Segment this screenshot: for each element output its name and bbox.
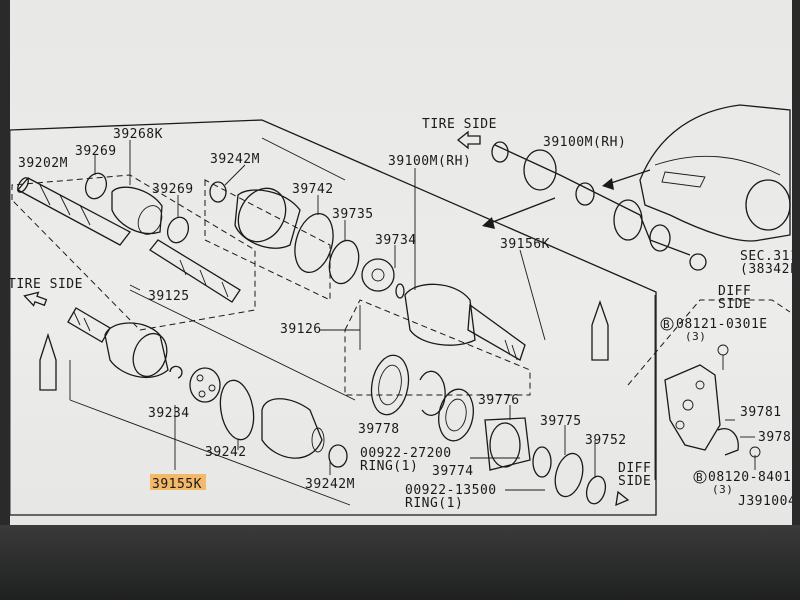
bolt-marker-2: B <box>696 471 703 484</box>
label-sec311: SEC.311 <box>740 249 798 264</box>
monitor-bezel-left <box>0 0 10 530</box>
dashed-groups <box>11 174 531 396</box>
label-39242M-top: 39242M <box>210 152 260 167</box>
label-39752: 39752 <box>585 433 627 448</box>
label-39234: 39234 <box>148 406 190 421</box>
label-39269-a: 39269 <box>75 144 117 159</box>
label-bolt1-part: 08121-0301E <box>676 317 768 332</box>
diagram-frame <box>9 119 657 516</box>
label-figure-id: J391004T <box>738 494 800 509</box>
label-bolt2-part: 08120-8401E <box>708 470 800 485</box>
label-39202M: 39202M <box>18 156 68 171</box>
label-39242: 39242 <box>205 445 247 460</box>
label-ring1-qty: RING(1) <box>360 459 418 474</box>
label-39156K: 39156K <box>500 237 550 252</box>
label-tire-side-top: TIRE SIDE <box>422 117 497 132</box>
label-diff-side-right-2: SIDE <box>718 297 751 312</box>
bolt-marker-1: B <box>663 318 670 331</box>
label-ring2-qty: RING(1) <box>405 496 463 511</box>
label-39269-b: 39269 <box>152 182 194 197</box>
parts-diagram: 39268K 39269 39202M 39269 39242M 39742 3… <box>8 104 800 516</box>
label-diff-side-bottom-2: SIDE <box>618 474 651 489</box>
part-labels: 39268K 39269 39202M 39269 39242M 39742 3… <box>8 117 800 511</box>
monitor-bezel-right <box>792 0 800 530</box>
label-39100M-mid: 39100M(RH) <box>388 154 471 169</box>
label-bolt2-qty: (3) <box>712 483 733 496</box>
leader-lines <box>94 140 755 491</box>
label-39785: 39785 <box>758 430 800 445</box>
direction-arrows <box>23 130 630 507</box>
label-39775: 39775 <box>540 414 582 429</box>
label-38342P: (38342P <box>740 262 798 277</box>
label-39268K: 39268K <box>113 127 163 142</box>
label-39155K: 39155K <box>152 477 202 492</box>
shaft-assembly-top <box>16 172 241 303</box>
label-39734: 39734 <box>375 233 417 248</box>
guide-lines <box>69 137 656 506</box>
vehicle-illustration <box>482 104 791 271</box>
label-39126: 39126 <box>280 322 322 337</box>
label-39778: 39778 <box>358 422 400 437</box>
label-tire-side-left: TIRE SIDE <box>8 277 83 292</box>
label-diff-side-bottom-1: DIFF <box>618 461 651 476</box>
label-39781: 39781 <box>740 405 782 420</box>
label-ring2-part: 00922-13500 <box>405 483 497 498</box>
label-39776: 39776 <box>478 393 520 408</box>
label-39774: 39774 <box>432 464 474 479</box>
bracket-illustration <box>627 299 791 470</box>
outer-joint-lower <box>39 307 348 468</box>
highlight-marker <box>150 474 206 490</box>
inner-joint-upper <box>209 181 609 361</box>
label-diff-side-right-1: DIFF <box>718 284 751 299</box>
label-39735: 39735 <box>332 207 374 222</box>
label-39125: 39125 <box>148 289 190 304</box>
bearing-group <box>370 354 607 505</box>
monitor-bezel-bottom <box>0 525 800 600</box>
label-ring1-part: 00922-27200 <box>360 446 452 461</box>
label-39742: 39742 <box>292 182 334 197</box>
label-39100M-top: 39100M(RH) <box>543 135 626 150</box>
label-39242M-bottom: 39242M <box>305 477 355 492</box>
label-bolt1-qty: (3) <box>685 330 706 343</box>
